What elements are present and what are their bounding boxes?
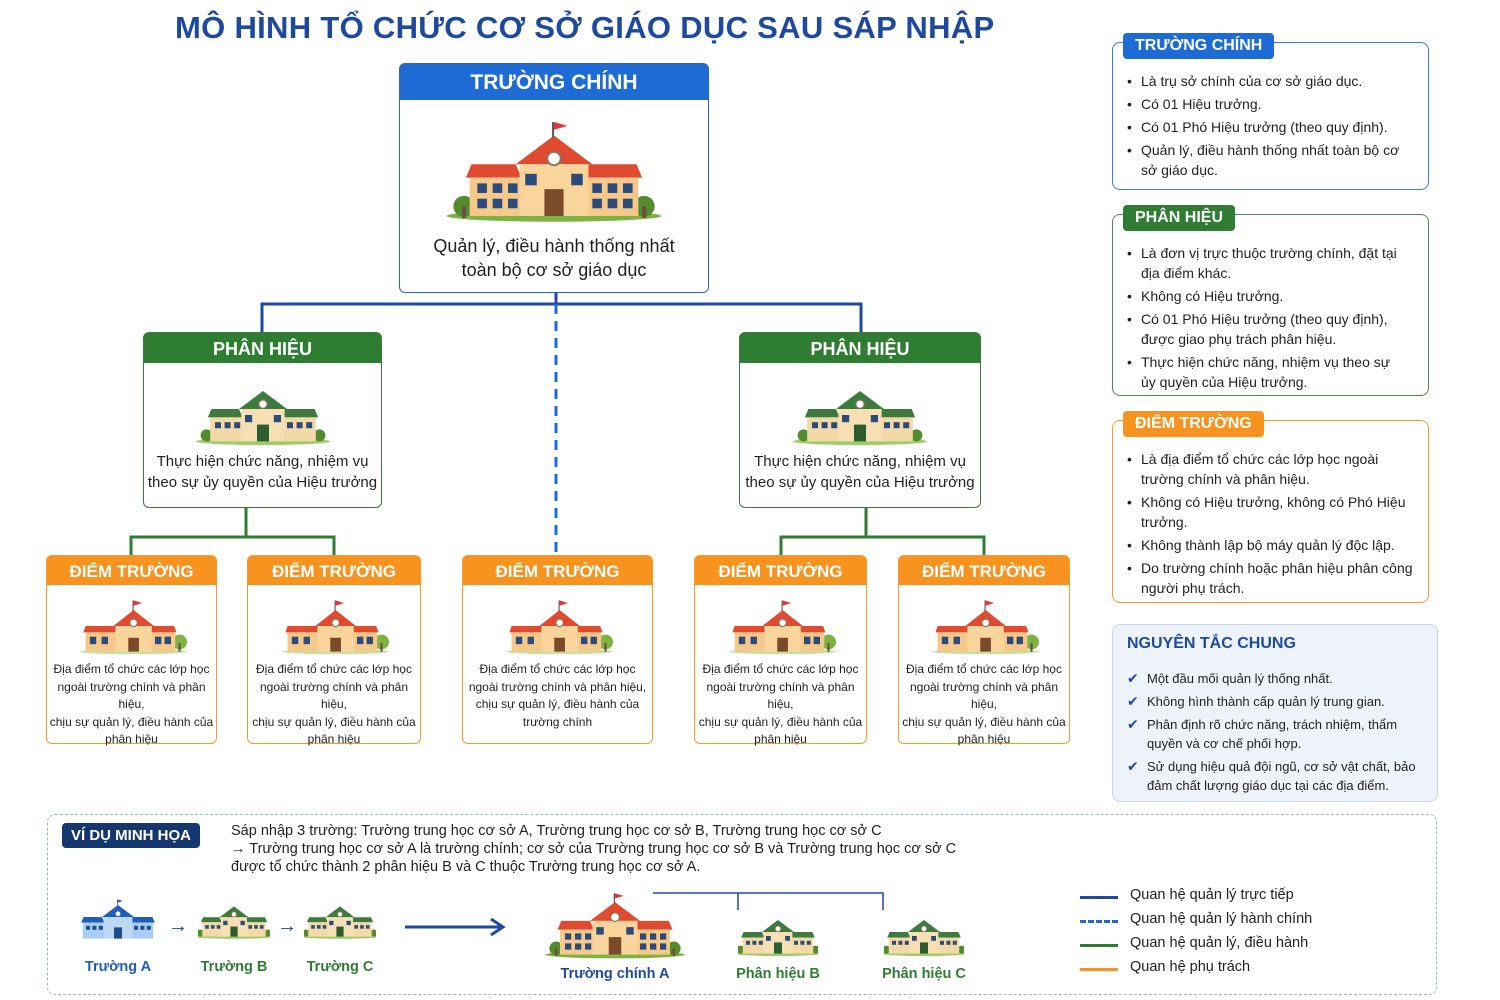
list-item: Phân định rõ chức năng, trách nhiệm, thẩ…	[1127, 715, 1427, 753]
panel-list: Là đơn vị trực thuộc trường chính, đặt t…	[1125, 243, 1405, 395]
list-item: Là địa điểm tổ chức các lớp học ngoài tr…	[1125, 449, 1420, 489]
panel-rules: NGUYÊN TẮC CHUNG Một đầu mối quản lý thố…	[1112, 624, 1438, 802]
panel-site: ĐIỂM TRƯỜNG Là địa điểm tổ chức các lớp …	[1112, 411, 1429, 603]
branch-b-label: Phân hiệu B	[736, 966, 820, 982]
site-node-1: ĐIỂM TRƯỜNG Địa điểm tổ chức các lớp học…	[46, 555, 217, 746]
example-connector	[653, 892, 884, 910]
site-node-4: ĐIỂM TRƯỜNG Địa điểm tổ chức các lớp học…	[694, 555, 867, 746]
panel-tag: TRƯỜNG CHÍNH	[1123, 33, 1275, 59]
example-text: Sáp nhập 3 trường: Trường trung học cơ s…	[231, 823, 957, 875]
list-item: Do trường chính hoặc phân hiệu phân công…	[1125, 558, 1420, 598]
list-item: Có 01 Hiệu trưởng.	[1125, 94, 1415, 114]
legend-direct: Quan hệ quản lý trực tiếp	[1130, 887, 1294, 903]
legend-line-admin	[1080, 920, 1118, 923]
example-section: VÍ DỤ MINH HỌA Sáp nhập 3 trường: Trường…	[47, 814, 1437, 995]
branch-node-right: PHÂN HIỆU Thực hiện chức năng, nhiệm vụ …	[739, 332, 981, 508]
panel-list: Là địa điểm tổ chức các lớp học ngoài tr…	[1125, 449, 1420, 601]
panel-list: Là trụ sở chính của cơ sở giáo dục. Có 0…	[1125, 71, 1415, 183]
arrow-icon: →	[168, 915, 188, 937]
list-item: Có 01 Phó Hiệu trưởng (theo quy định), đ…	[1125, 309, 1405, 349]
list-item: Thực hiện chức năng, nhiệm vụ theo sự ủy…	[1125, 352, 1405, 392]
panel-tag: ĐIỂM TRƯỜNG	[1123, 411, 1264, 437]
site-building-icon	[931, 599, 1039, 655]
site-building-icon	[281, 599, 389, 655]
school-c-label: Trường C	[306, 959, 374, 975]
legend-admin: Quan hệ quản lý hành chính	[1130, 911, 1313, 927]
site-node-2: ĐIỂM TRƯỜNG Địa điểm tổ chức các lớp học…	[247, 555, 421, 746]
big-arrow-icon	[405, 917, 506, 937]
main-a-icon	[544, 892, 686, 959]
panel-main-school: TRƯỜNG CHÍNH Là trụ sở chính của cơ sở g…	[1112, 33, 1429, 190]
site-building-icon	[728, 599, 836, 655]
list-item: Là đơn vị trực thuộc trường chính, đặt t…	[1125, 243, 1405, 283]
site-head: ĐIỂM TRƯỜNG	[899, 556, 1069, 585]
legend-charge: Quan hệ phụ trách	[1130, 959, 1251, 975]
branch-b-icon	[738, 919, 818, 957]
list-item: Quản lý, điều hành thống nhất toàn bộ cơ…	[1125, 140, 1415, 180]
list-item: Một đầu mối quản lý thống nhất.	[1127, 669, 1427, 688]
legend-line-charge	[1080, 968, 1118, 971]
panel-tag: PHÂN HIỆU	[1123, 205, 1236, 231]
site-head: ĐIỂM TRƯỜNG	[463, 556, 652, 585]
site-node-5: ĐIỂM TRƯỜNG Địa điểm tổ chức các lớp học…	[898, 555, 1070, 746]
branch-c-label: Phân hiệu C	[882, 966, 966, 982]
legend-operate: Quan hệ quản lý, điều hành	[1130, 935, 1309, 951]
site-head: ĐIỂM TRƯỜNG	[248, 556, 420, 585]
site-building-icon	[79, 599, 187, 655]
main-school-node: TRƯỜNG CHÍNH Quản lý, điều hành thống nh…	[399, 63, 709, 293]
list-item: Không thành lập bộ máy quản lý độc lập.	[1125, 535, 1420, 555]
list-item: Không có Hiệu trưởng, không có Phó Hiệu …	[1125, 492, 1420, 532]
site-head: ĐIỂM TRƯỜNG	[47, 556, 216, 585]
branch-head: PHÂN HIỆU	[740, 333, 980, 363]
main-school-desc: Quản lý, điều hành thống nhất toàn bộ cơ…	[433, 236, 675, 280]
list-item: Là trụ sở chính của cơ sở giáo dục.	[1125, 71, 1415, 91]
branch-c-icon	[884, 919, 964, 957]
list-item: Sử dụng hiệu quả đội ngũ, cơ sở vật chất…	[1127, 757, 1427, 795]
main-a-label: Trường chính A	[560, 966, 670, 982]
example-tag: VÍ DỤ MINH HỌA	[62, 823, 200, 848]
branch-head: PHÂN HIỆU	[144, 333, 381, 363]
branch-desc: Thực hiện chức năng, nhiệm vụ theo sự ủy…	[147, 453, 378, 491]
legend-line-direct	[1080, 896, 1118, 899]
rules-list: Một đầu mối quản lý thống nhất. Không hì…	[1127, 669, 1427, 799]
site-building-icon	[505, 599, 613, 655]
main-school-head: TRƯỜNG CHÍNH	[400, 64, 708, 100]
branch-building-icon	[792, 390, 928, 445]
legend-line-operate	[1080, 944, 1118, 947]
page-title: MÔ HÌNH TỔ CHỨC CƠ SỞ GIÁO DỤC SAU SÁP N…	[175, 10, 995, 45]
school-b-label: Trường B	[200, 959, 268, 975]
arrow-icon: →	[277, 915, 297, 937]
list-item: Có 01 Phó Hiệu trưởng (theo quy định).	[1125, 117, 1415, 137]
school-a-label: Trường A	[84, 959, 152, 975]
branch-desc: Thực hiện chức năng, nhiệm vụ theo sự ủy…	[745, 453, 975, 491]
site-node-main: ĐIỂM TRƯỜNG Địa điểm tổ chức các lớp học…	[462, 555, 653, 744]
site-head: ĐIỂM TRƯỜNG	[695, 556, 866, 585]
list-item: Không hình thành cấp quản lý trung gian.	[1127, 692, 1427, 711]
panel-branch: PHÂN HIỆU Là đơn vị trực thuộc trường ch…	[1112, 205, 1429, 396]
rules-title: NGUYÊN TẮC CHUNG	[1127, 635, 1296, 652]
branch-node-left: PHÂN HIỆU Thực hiện chức năng, nhiệm vụ …	[143, 332, 382, 508]
branch-building-icon	[194, 390, 331, 445]
school-building-icon	[445, 121, 663, 223]
list-item: Không có Hiệu trưởng.	[1125, 286, 1405, 306]
